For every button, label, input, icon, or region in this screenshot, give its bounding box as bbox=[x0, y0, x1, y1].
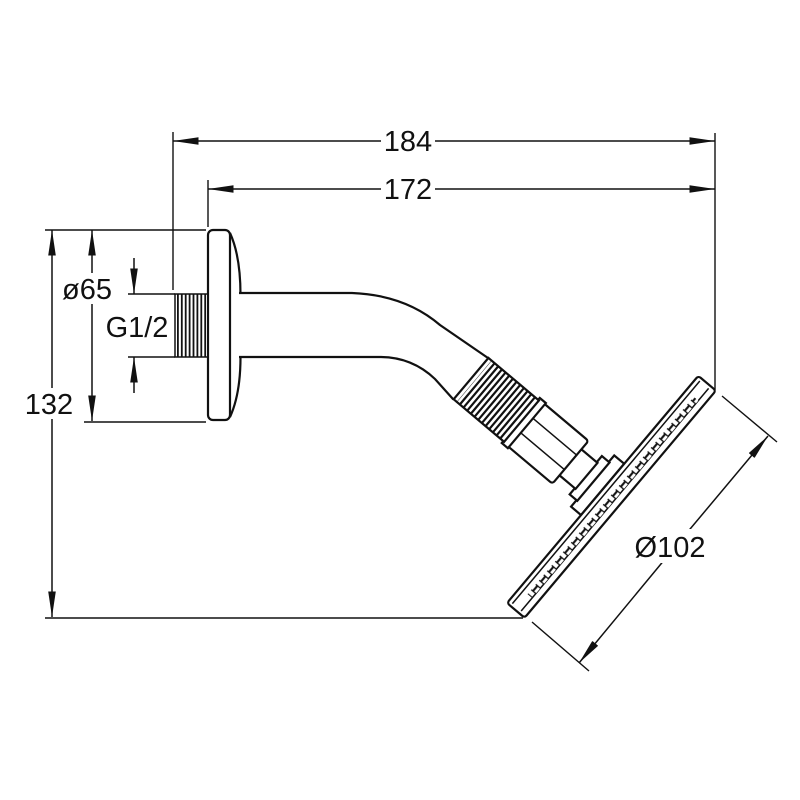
nozzle-band bbox=[527, 396, 699, 599]
dim-thread-label-bg bbox=[102, 312, 172, 342]
shower-arm bbox=[239, 291, 489, 401]
dim-arm-projection: 172 bbox=[207, 174, 715, 227]
dim-arm-projection-label: 172 bbox=[384, 174, 432, 206]
dim-102-lower-half bbox=[578, 546, 676, 664]
dim-height: 132 bbox=[23, 230, 75, 617]
arm-top-edge bbox=[239, 291, 489, 359]
dim-102-upper-half bbox=[674, 435, 769, 548]
fixture-drawing bbox=[174, 228, 716, 618]
dim-thread-size: G1/2 bbox=[102, 258, 175, 393]
flange-bell-edge bbox=[228, 232, 242, 418]
nut-flat-line-2 bbox=[530, 416, 578, 456]
dim-132-label-bg bbox=[23, 388, 75, 419]
dim-head-diameter: Ø102 bbox=[531, 395, 778, 672]
dim-thread-size-label: G1/2 bbox=[106, 312, 169, 344]
dim-flange-diameter: ø65 bbox=[58, 230, 206, 423]
arm-bottom-edge bbox=[239, 355, 455, 401]
dim-172-label-bg bbox=[381, 174, 435, 204]
dim-head-diameter-label: Ø102 bbox=[635, 532, 706, 564]
dim-overall-length-label: 184 bbox=[384, 126, 432, 158]
ext-102-top bbox=[721, 395, 778, 443]
ext-102-bottom bbox=[531, 621, 590, 672]
shower-head bbox=[507, 375, 716, 618]
head-coupling bbox=[452, 356, 626, 517]
dim-102-label-bg bbox=[624, 529, 716, 563]
head-back-line bbox=[511, 380, 701, 605]
dim-184-label-bg bbox=[381, 126, 435, 156]
dim-height-label: 132 bbox=[25, 389, 73, 421]
dim-65-label-bg bbox=[58, 273, 116, 304]
nut-flat-line-1 bbox=[518, 431, 565, 471]
dim-flange-diameter-label: ø65 bbox=[62, 274, 112, 306]
dimensions: 184 172 ø65 G1/2 bbox=[23, 126, 778, 672]
arm-body bbox=[239, 293, 488, 400]
flange-plate bbox=[206, 228, 232, 422]
dim-overall-length: 184 bbox=[172, 126, 715, 290]
wall-flange bbox=[206, 228, 242, 422]
wall-thread-outline bbox=[174, 293, 209, 358]
wall-thread bbox=[174, 293, 209, 358]
coupling-thread-hatch bbox=[456, 360, 536, 440]
